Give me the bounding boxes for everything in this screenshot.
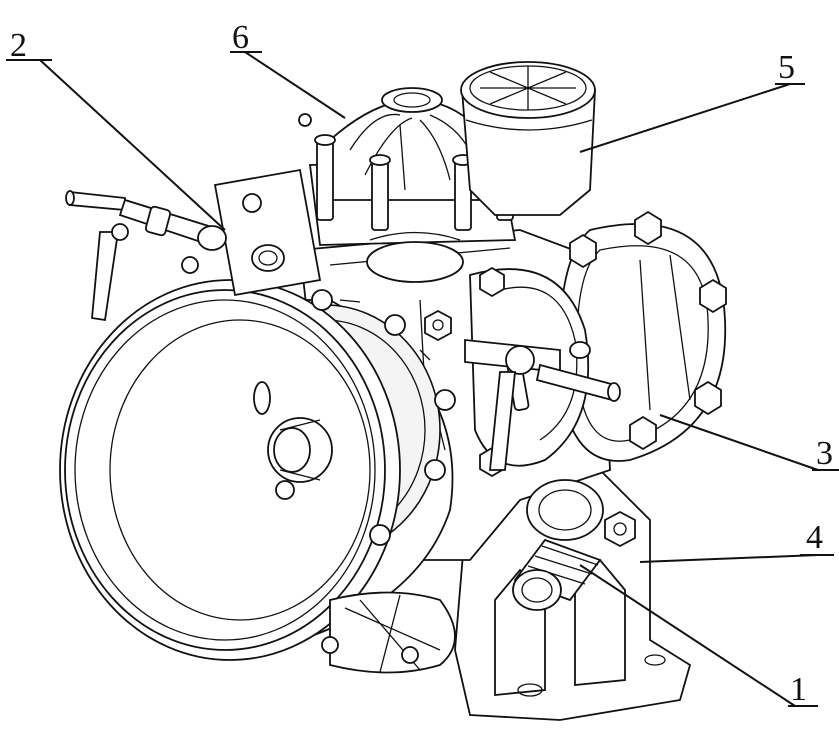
lower-diaphragm-cover	[321, 591, 456, 674]
side-valve-handle	[464, 339, 621, 471]
callout-number-4: 4	[806, 519, 823, 556]
outlet-fitting	[512, 479, 604, 611]
callout-number-2: 2	[10, 27, 27, 64]
top-dome-chamber	[298, 87, 517, 283]
oil-reservoir-cap	[460, 61, 596, 216]
drive-pulley	[59, 279, 456, 661]
callout-number-3: 3	[816, 435, 833, 472]
left-valve-fitting	[65, 168, 322, 322]
callout-number-5: 5	[778, 49, 795, 86]
callout-number-1: 1	[790, 671, 807, 708]
callout-number-6: 6	[232, 19, 249, 56]
callout-leaders	[6, 51, 839, 707]
